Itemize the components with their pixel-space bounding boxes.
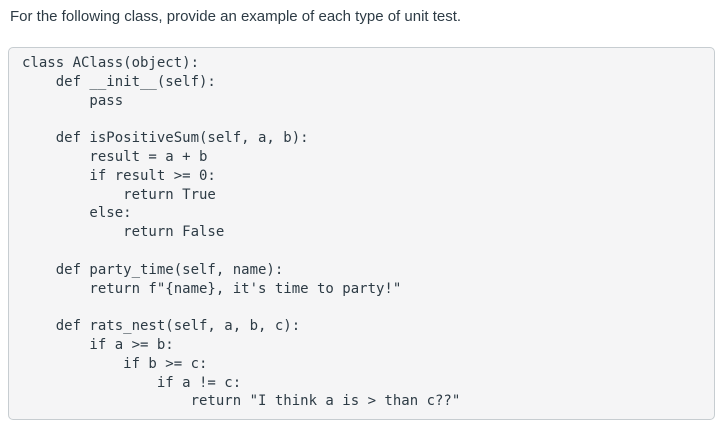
code-block: class AClass(object): def __init__(self)… bbox=[8, 47, 715, 421]
code-content: class AClass(object): def __init__(self)… bbox=[22, 55, 461, 410]
question-text: For the following class, provide an exam… bbox=[10, 8, 462, 25]
